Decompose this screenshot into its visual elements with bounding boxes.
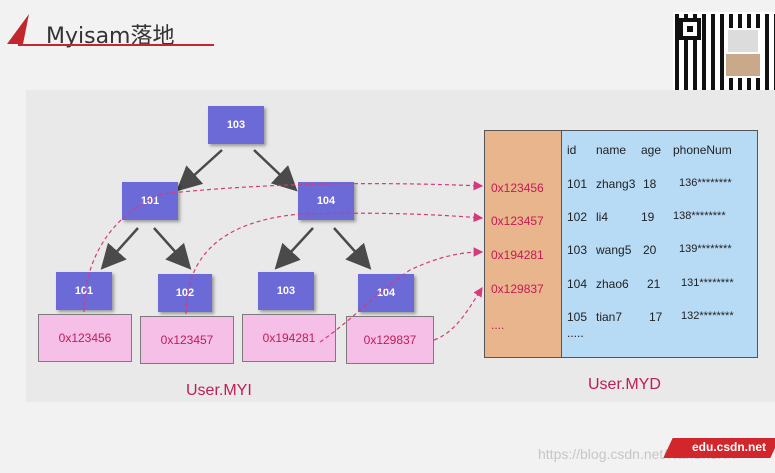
link-0x194281 bbox=[319, 247, 484, 343]
edge-root-104 bbox=[253, 149, 298, 192]
myd-cell: 103 bbox=[567, 243, 588, 257]
leaf-address-box: 0x123457 bbox=[140, 316, 234, 364]
myd-cell: 102 bbox=[567, 210, 588, 224]
leaf-address-box: 0x123456 bbox=[38, 314, 132, 362]
myd-caption: User.MYD bbox=[588, 376, 661, 393]
myd-header-phonenum: phoneNum bbox=[673, 143, 732, 157]
qr-center-photo bbox=[724, 52, 762, 78]
myd-cell: 104 bbox=[567, 277, 588, 291]
tree-leaf-102: 102 bbox=[158, 274, 212, 312]
myd-pointer: 0x129837 bbox=[491, 282, 544, 296]
myd-cell: 17 bbox=[649, 310, 663, 324]
myd-cell: 138******** bbox=[673, 210, 726, 222]
leaf-address-box: 0x129837 bbox=[346, 316, 434, 364]
link-0x123457 bbox=[185, 212, 484, 315]
myd-cell: 131******** bbox=[681, 277, 734, 289]
myd-pointer: 0x123456 bbox=[491, 181, 544, 195]
myd-cell: 19 bbox=[641, 210, 655, 224]
myd-pointer: 0x123457 bbox=[491, 214, 544, 228]
leaf-address-box: 0x194281 bbox=[242, 314, 336, 362]
edge-101-101 bbox=[100, 227, 139, 270]
edge-101-102 bbox=[153, 227, 192, 270]
link-0x129837 bbox=[433, 286, 483, 341]
myd-cell: 136******** bbox=[679, 177, 732, 189]
qr-finder-top-left bbox=[679, 18, 701, 40]
qr-center-image-icon bbox=[726, 28, 760, 56]
tree-root-node: 103 bbox=[208, 106, 264, 144]
myd-pointer-column bbox=[484, 130, 562, 358]
link-0x123456 bbox=[83, 180, 484, 313]
edge-root-101 bbox=[176, 149, 223, 192]
myd-header-id: id bbox=[567, 143, 577, 157]
tree-node-101: 101 bbox=[122, 182, 178, 220]
myd-pointer-ellipsis: .... bbox=[491, 318, 505, 332]
corner-badge-text: edu.csdn.net bbox=[692, 440, 767, 454]
myd-cell: 105 bbox=[567, 310, 588, 324]
edge-104-103 bbox=[274, 227, 314, 270]
title-underline bbox=[18, 44, 214, 46]
myd-header-name: name bbox=[596, 143, 627, 157]
tree-leaf-104: 104 bbox=[358, 274, 414, 312]
tree-leaf-103: 103 bbox=[258, 272, 314, 310]
myd-cell: zhao6 bbox=[596, 277, 629, 291]
myd-cell: tian7 bbox=[596, 310, 623, 324]
myi-caption: User.MYI bbox=[186, 382, 252, 399]
myd-cell: 20 bbox=[643, 243, 657, 257]
myd-pointer: 0x194281 bbox=[491, 248, 544, 262]
myd-cell: 132******** bbox=[681, 310, 734, 322]
myd-cell: 139******** bbox=[679, 243, 732, 255]
myd-header-age: age bbox=[641, 143, 662, 157]
myd-trailing-ellipsis: ..... bbox=[567, 326, 584, 340]
myd-cell: 21 bbox=[647, 277, 661, 291]
myd-cell: li4 bbox=[596, 210, 609, 224]
myd-cell: wang5 bbox=[596, 243, 632, 257]
myd-cell: 18 bbox=[643, 177, 657, 191]
myd-cell: zhang3 bbox=[596, 177, 636, 191]
myd-data-column bbox=[562, 130, 758, 358]
myd-cell: 101 bbox=[567, 177, 588, 191]
edge-104-104 bbox=[333, 227, 372, 270]
